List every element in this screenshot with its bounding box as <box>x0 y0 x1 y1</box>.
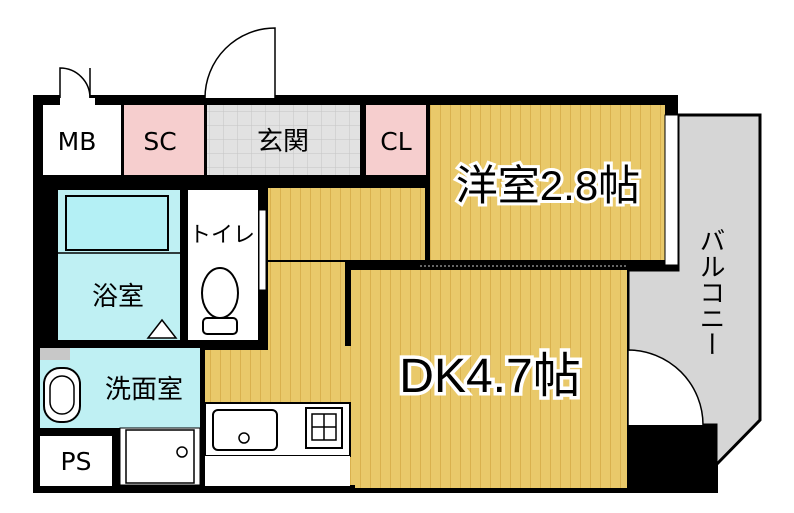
mb-label: MB <box>58 127 97 156</box>
ps-room <box>40 436 112 486</box>
bathtub-icon <box>65 195 169 251</box>
balcony-door-swing <box>627 349 704 426</box>
bathroom-label: 浴室 <box>92 282 144 312</box>
cl-label: CL <box>380 127 411 156</box>
western-room <box>430 105 665 260</box>
sc-label: SC <box>143 127 176 156</box>
dk-room <box>355 270 627 488</box>
kitchen-floor-strip <box>205 456 350 486</box>
mb-room <box>43 105 121 175</box>
ps-label: PS <box>61 447 92 476</box>
stove-icon <box>305 407 343 449</box>
western-room-window <box>664 114 679 266</box>
toilet-door <box>258 209 267 291</box>
sc-room <box>124 105 204 175</box>
toilet-bowl-icon <box>201 267 239 335</box>
washroom-corner-block <box>40 348 70 360</box>
dk-label: DK4.7帖 <box>399 350 580 403</box>
sink-drain <box>238 432 250 444</box>
entrance-room <box>207 105 360 175</box>
washroom-label: 洗面室 <box>105 375 183 405</box>
entrance-door-swing <box>204 27 276 99</box>
entrance-label: 玄関 <box>257 127 309 157</box>
cl-room <box>366 105 426 175</box>
bathroom-door-marker <box>146 318 178 339</box>
kitchen-sink-icon <box>212 409 278 451</box>
washing-machine-drain-icon <box>176 446 188 458</box>
mb-pipe-space <box>60 98 95 108</box>
dk-left2 <box>268 270 348 350</box>
outer-wall-balcony-end <box>628 425 718 493</box>
wash-basin-icon <box>43 367 81 423</box>
mb-door-swing <box>59 67 91 99</box>
balcony-label: バルコニー <box>695 227 725 357</box>
western-room-label: 洋室2.8帖 <box>456 162 640 209</box>
hallway <box>268 188 425 260</box>
dk-left <box>205 350 355 402</box>
dk-left3 <box>348 270 358 485</box>
toilet-label: トイレ <box>189 223 255 248</box>
